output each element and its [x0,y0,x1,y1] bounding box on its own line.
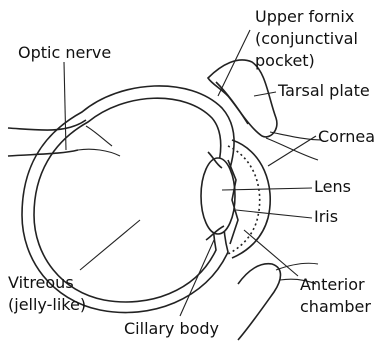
lower-eyelid [238,264,281,340]
label-cornea: Cornea [318,128,375,146]
label-upper-fornix-line2: (conjunctival [255,30,358,48]
label-anterior-chamber-line2: chamber [300,298,371,316]
lens-shape [201,158,235,234]
leader-tarsal-plate [254,92,276,96]
label-ciliary-body: Cillary body [124,320,219,338]
leader-upper-fornix [218,30,250,96]
label-iris: Iris [314,208,338,226]
label-lens: Lens [314,178,351,196]
leader-ciliary-body [180,240,214,316]
upper-eyelid [208,60,277,137]
label-upper-fornix-line3: pocket) [255,52,315,70]
label-anterior-chamber: Anterior [300,276,365,294]
label-vitreous: Vitreous [8,274,74,292]
eyelash-top [270,132,322,140]
optic-nerve-shape-lower [8,150,78,156]
cornea-shape [232,140,270,258]
label-vitreous-line2: (jelly-like) [8,296,86,314]
tarsal-plate-shape [216,82,248,124]
label-upper-fornix: Upper fornix [255,8,354,26]
leader-cornea [268,136,316,166]
leader-iris [236,210,312,218]
optic-nerve-fibers-2 [86,126,112,146]
label-tarsal-plate: Tarsal plate [278,82,370,100]
label-optic-nerve: Optic nerve [18,44,111,62]
optic-nerve-fibers [78,149,120,156]
optic-nerve-shape [8,120,86,130]
eyelash-top-2 [266,138,318,160]
leader-optic-nerve [64,62,66,150]
eyelash-bottom [276,263,318,270]
leader-vitreous [80,220,140,270]
